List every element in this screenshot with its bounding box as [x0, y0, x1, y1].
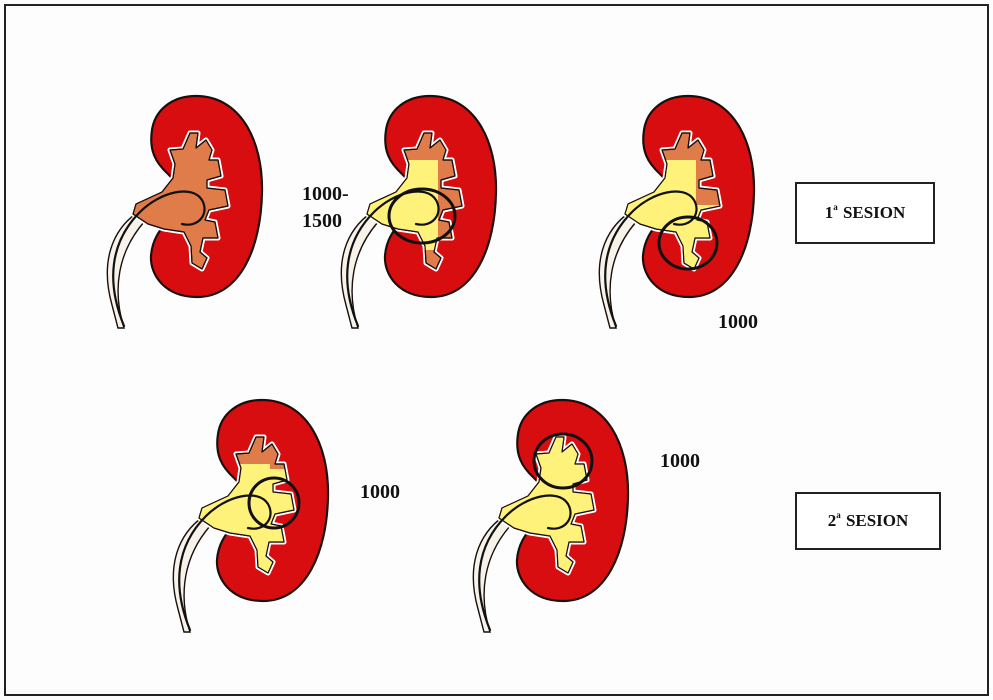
kidney-top-1: [107, 96, 262, 328]
session-2-number: 2: [828, 511, 837, 531]
session-1-text: SESION: [843, 203, 905, 223]
session-1-sup: a: [833, 202, 838, 212]
kidney-top-3: [599, 96, 754, 328]
session-2-sup: a: [836, 510, 841, 520]
energy-label-k4: 1000: [360, 478, 400, 506]
figure-frame: [5, 5, 988, 695]
kidney-bottom-1: [173, 400, 328, 632]
kidney-top-2: [341, 96, 496, 328]
kidney-bottom-2: [473, 400, 628, 632]
energy-label-k2-line1: 1000-: [302, 180, 349, 208]
energy-label-k3: 1000: [718, 308, 758, 336]
energy-label-k5: 1000: [660, 447, 700, 475]
energy-label-k2-line2: 1500: [302, 207, 342, 235]
session-1-number: 1: [825, 203, 834, 223]
session-2-text: SESION: [846, 511, 908, 531]
